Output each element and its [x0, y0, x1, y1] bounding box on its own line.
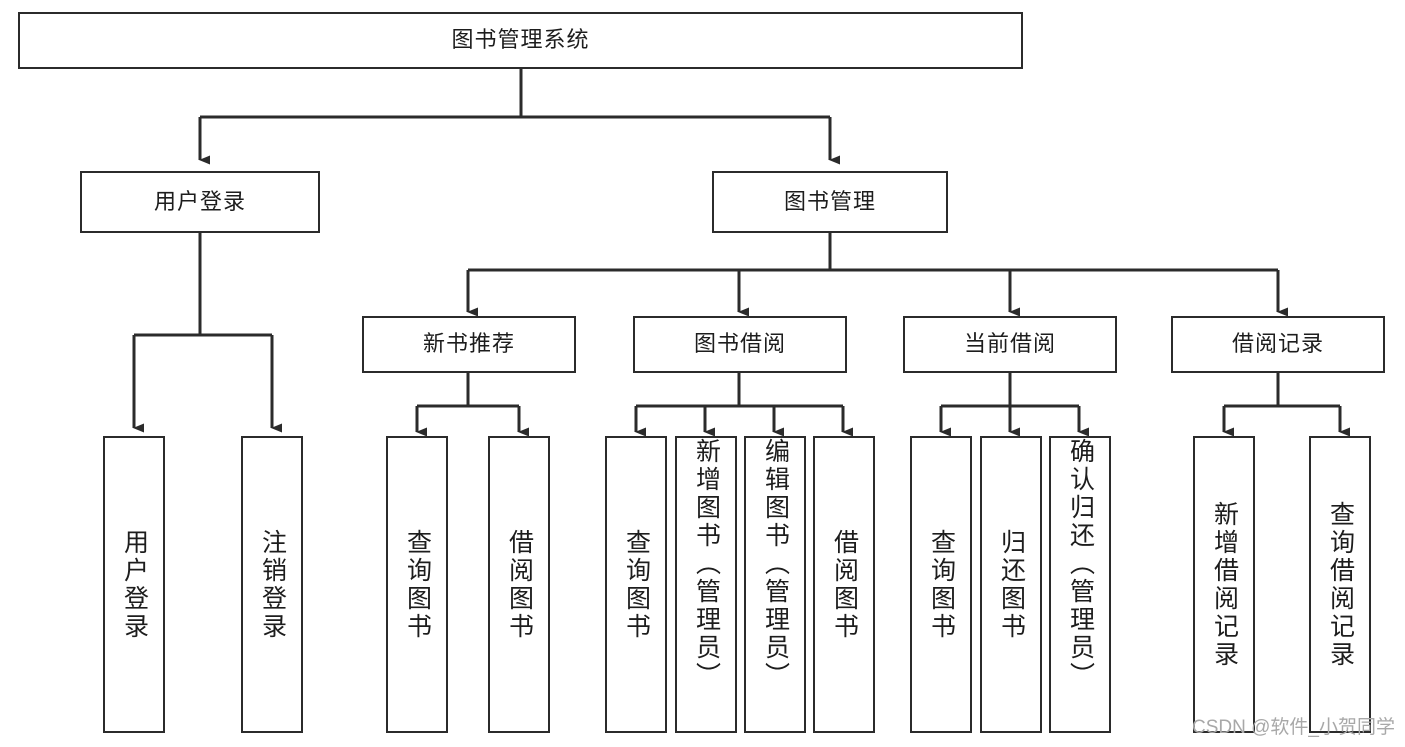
node-leaf-add-book-label: 新增图书（管理员） — [692, 438, 721, 690]
node-new-book-recommend-label: 新书推荐 — [422, 331, 515, 357]
node-leaf-query-book-3-label: 查询图书 — [927, 528, 956, 641]
node-user-login-label: 用户登录 — [153, 188, 246, 214]
node-book-borrow[interactable]: 图书借阅 — [633, 316, 847, 373]
node-root-label: 图书管理系统 — [451, 27, 590, 53]
node-leaf-query-book-2[interactable]: 查询图书 — [605, 436, 667, 733]
node-leaf-query-book-2-label: 查询图书 — [622, 528, 651, 641]
node-leaf-add-record[interactable]: 新增借阅记录 — [1193, 436, 1255, 733]
node-leaf-edit-book[interactable]: 编辑图书（管理员） — [744, 436, 806, 733]
node-current-borrow-label: 当前借阅 — [963, 331, 1056, 357]
node-leaf-return-book[interactable]: 归还图书 — [980, 436, 1042, 733]
node-leaf-query-book-3[interactable]: 查询图书 — [910, 436, 972, 733]
node-leaf-borrow-book-2-label: 借阅图书 — [830, 528, 859, 641]
node-leaf-query-record-label: 查询借阅记录 — [1326, 500, 1355, 669]
node-leaf-borrow-book-2[interactable]: 借阅图书 — [813, 436, 875, 733]
node-book-manage[interactable]: 图书管理 — [712, 171, 948, 233]
node-leaf-confirm-return[interactable]: 确认归还（管理员） — [1049, 436, 1111, 733]
node-leaf-logout-login[interactable]: 注销登录 — [241, 436, 303, 733]
node-current-borrow[interactable]: 当前借阅 — [903, 316, 1117, 373]
node-leaf-logout-login-label: 注销登录 — [258, 528, 287, 641]
node-root[interactable]: 图书管理系统 — [18, 12, 1023, 69]
node-leaf-query-book-1[interactable]: 查询图书 — [386, 436, 448, 733]
node-leaf-borrow-book-1[interactable]: 借阅图书 — [488, 436, 550, 733]
node-book-manage-label: 图书管理 — [783, 188, 876, 214]
node-book-borrow-label: 图书借阅 — [693, 331, 786, 357]
node-leaf-query-book-1-label: 查询图书 — [403, 528, 432, 641]
node-leaf-query-record[interactable]: 查询借阅记录 — [1309, 436, 1371, 733]
node-leaf-borrow-book-1-label: 借阅图书 — [505, 528, 534, 641]
node-borrow-record-label: 借阅记录 — [1231, 331, 1324, 357]
node-borrow-record[interactable]: 借阅记录 — [1171, 316, 1385, 373]
node-leaf-return-book-label: 归还图书 — [997, 528, 1026, 641]
node-leaf-edit-book-label: 编辑图书（管理员） — [761, 438, 790, 690]
node-leaf-confirm-return-label: 确认归还（管理员） — [1066, 438, 1095, 690]
node-leaf-user-login[interactable]: 用户登录 — [103, 436, 165, 733]
node-leaf-user-login-label: 用户登录 — [120, 528, 149, 641]
node-user-login[interactable]: 用户登录 — [80, 171, 320, 233]
node-new-book-recommend[interactable]: 新书推荐 — [362, 316, 576, 373]
node-leaf-add-book[interactable]: 新增图书（管理员） — [675, 436, 737, 733]
node-leaf-add-record-label: 新增借阅记录 — [1210, 500, 1239, 669]
